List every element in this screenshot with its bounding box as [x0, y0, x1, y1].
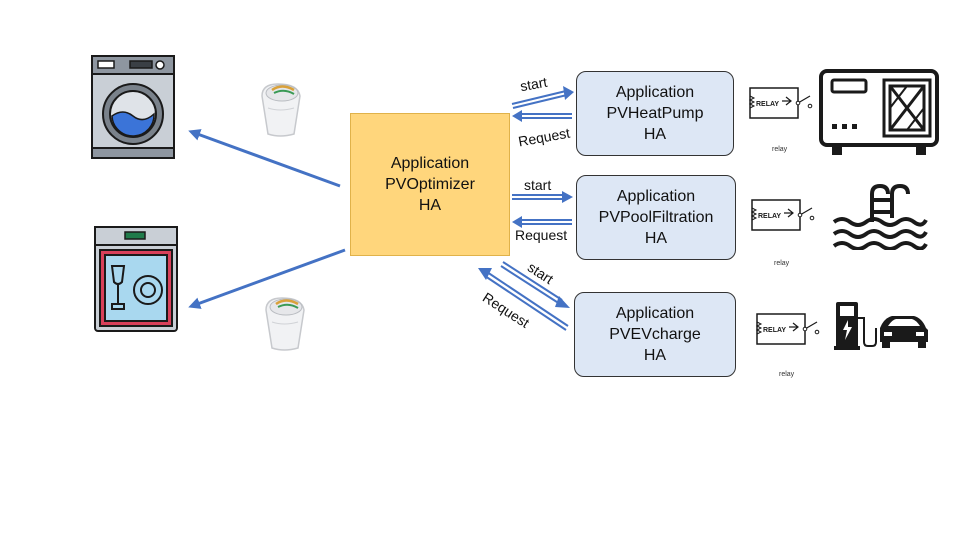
app-line-1: Application: [616, 188, 696, 205]
app-line-2: PVPoolFiltration: [598, 209, 714, 226]
washing-machine-icon: [91, 55, 175, 159]
app-line-1: Application: [615, 84, 695, 101]
optimizer-box[interactable]: Application PVOptimizer HA: [350, 113, 510, 256]
heat-pump-icon: [819, 69, 939, 155]
arrow-to-dishwasher: [188, 248, 346, 309]
relay-icon: RELAY: [755, 313, 820, 345]
app-line-1: Application: [615, 305, 695, 322]
arrow-to-washing-machine: [188, 129, 341, 188]
arrow-request-heatpump: [512, 110, 572, 122]
relay-text: RELAY: [763, 327, 786, 334]
optimizer-line-1: Application: [390, 155, 470, 172]
relay-text: RELAY: [758, 213, 781, 220]
optimizer-line-2: PVOptimizer: [385, 176, 475, 193]
arrow-start-heatpump: [511, 86, 574, 109]
swimming-pool-icon: [832, 183, 928, 250]
app-line-2: PVHeatPump: [606, 105, 704, 122]
relay-icon: RELAY: [748, 87, 813, 119]
label-start-pool: start: [524, 177, 552, 193]
relay-caption: relay: [772, 146, 788, 153]
app-line-3: HA: [643, 347, 667, 364]
arrow-start-ev: [500, 261, 570, 308]
app-box-ev[interactable]: Application PVEVcharge HA: [574, 292, 736, 377]
optimizer-line-3: HA: [418, 197, 442, 214]
arrow-request-pool: [512, 216, 572, 228]
smart-plug-icon: [261, 83, 301, 137]
relay-icon: RELAY: [750, 199, 815, 231]
app-line-2: PVEVcharge: [609, 326, 701, 343]
app-box-pool[interactable]: Application PVPoolFiltration HA: [576, 175, 736, 260]
smart-plug-icon: [265, 297, 305, 351]
dishwasher-icon: [94, 226, 178, 332]
app-box-heatpump[interactable]: Application PVHeatPump HA: [576, 71, 734, 156]
relay-text: RELAY: [756, 101, 779, 108]
app-line-3: HA: [643, 126, 667, 143]
ev-charger-icon: [834, 302, 928, 350]
app-line-3: HA: [644, 230, 668, 247]
arrow-start-pool: [512, 191, 573, 203]
relay-caption: relay: [774, 260, 790, 267]
relay-caption: relay: [779, 371, 795, 378]
label-request-pool: Request: [515, 227, 568, 243]
arrow-request-ev: [478, 268, 569, 331]
